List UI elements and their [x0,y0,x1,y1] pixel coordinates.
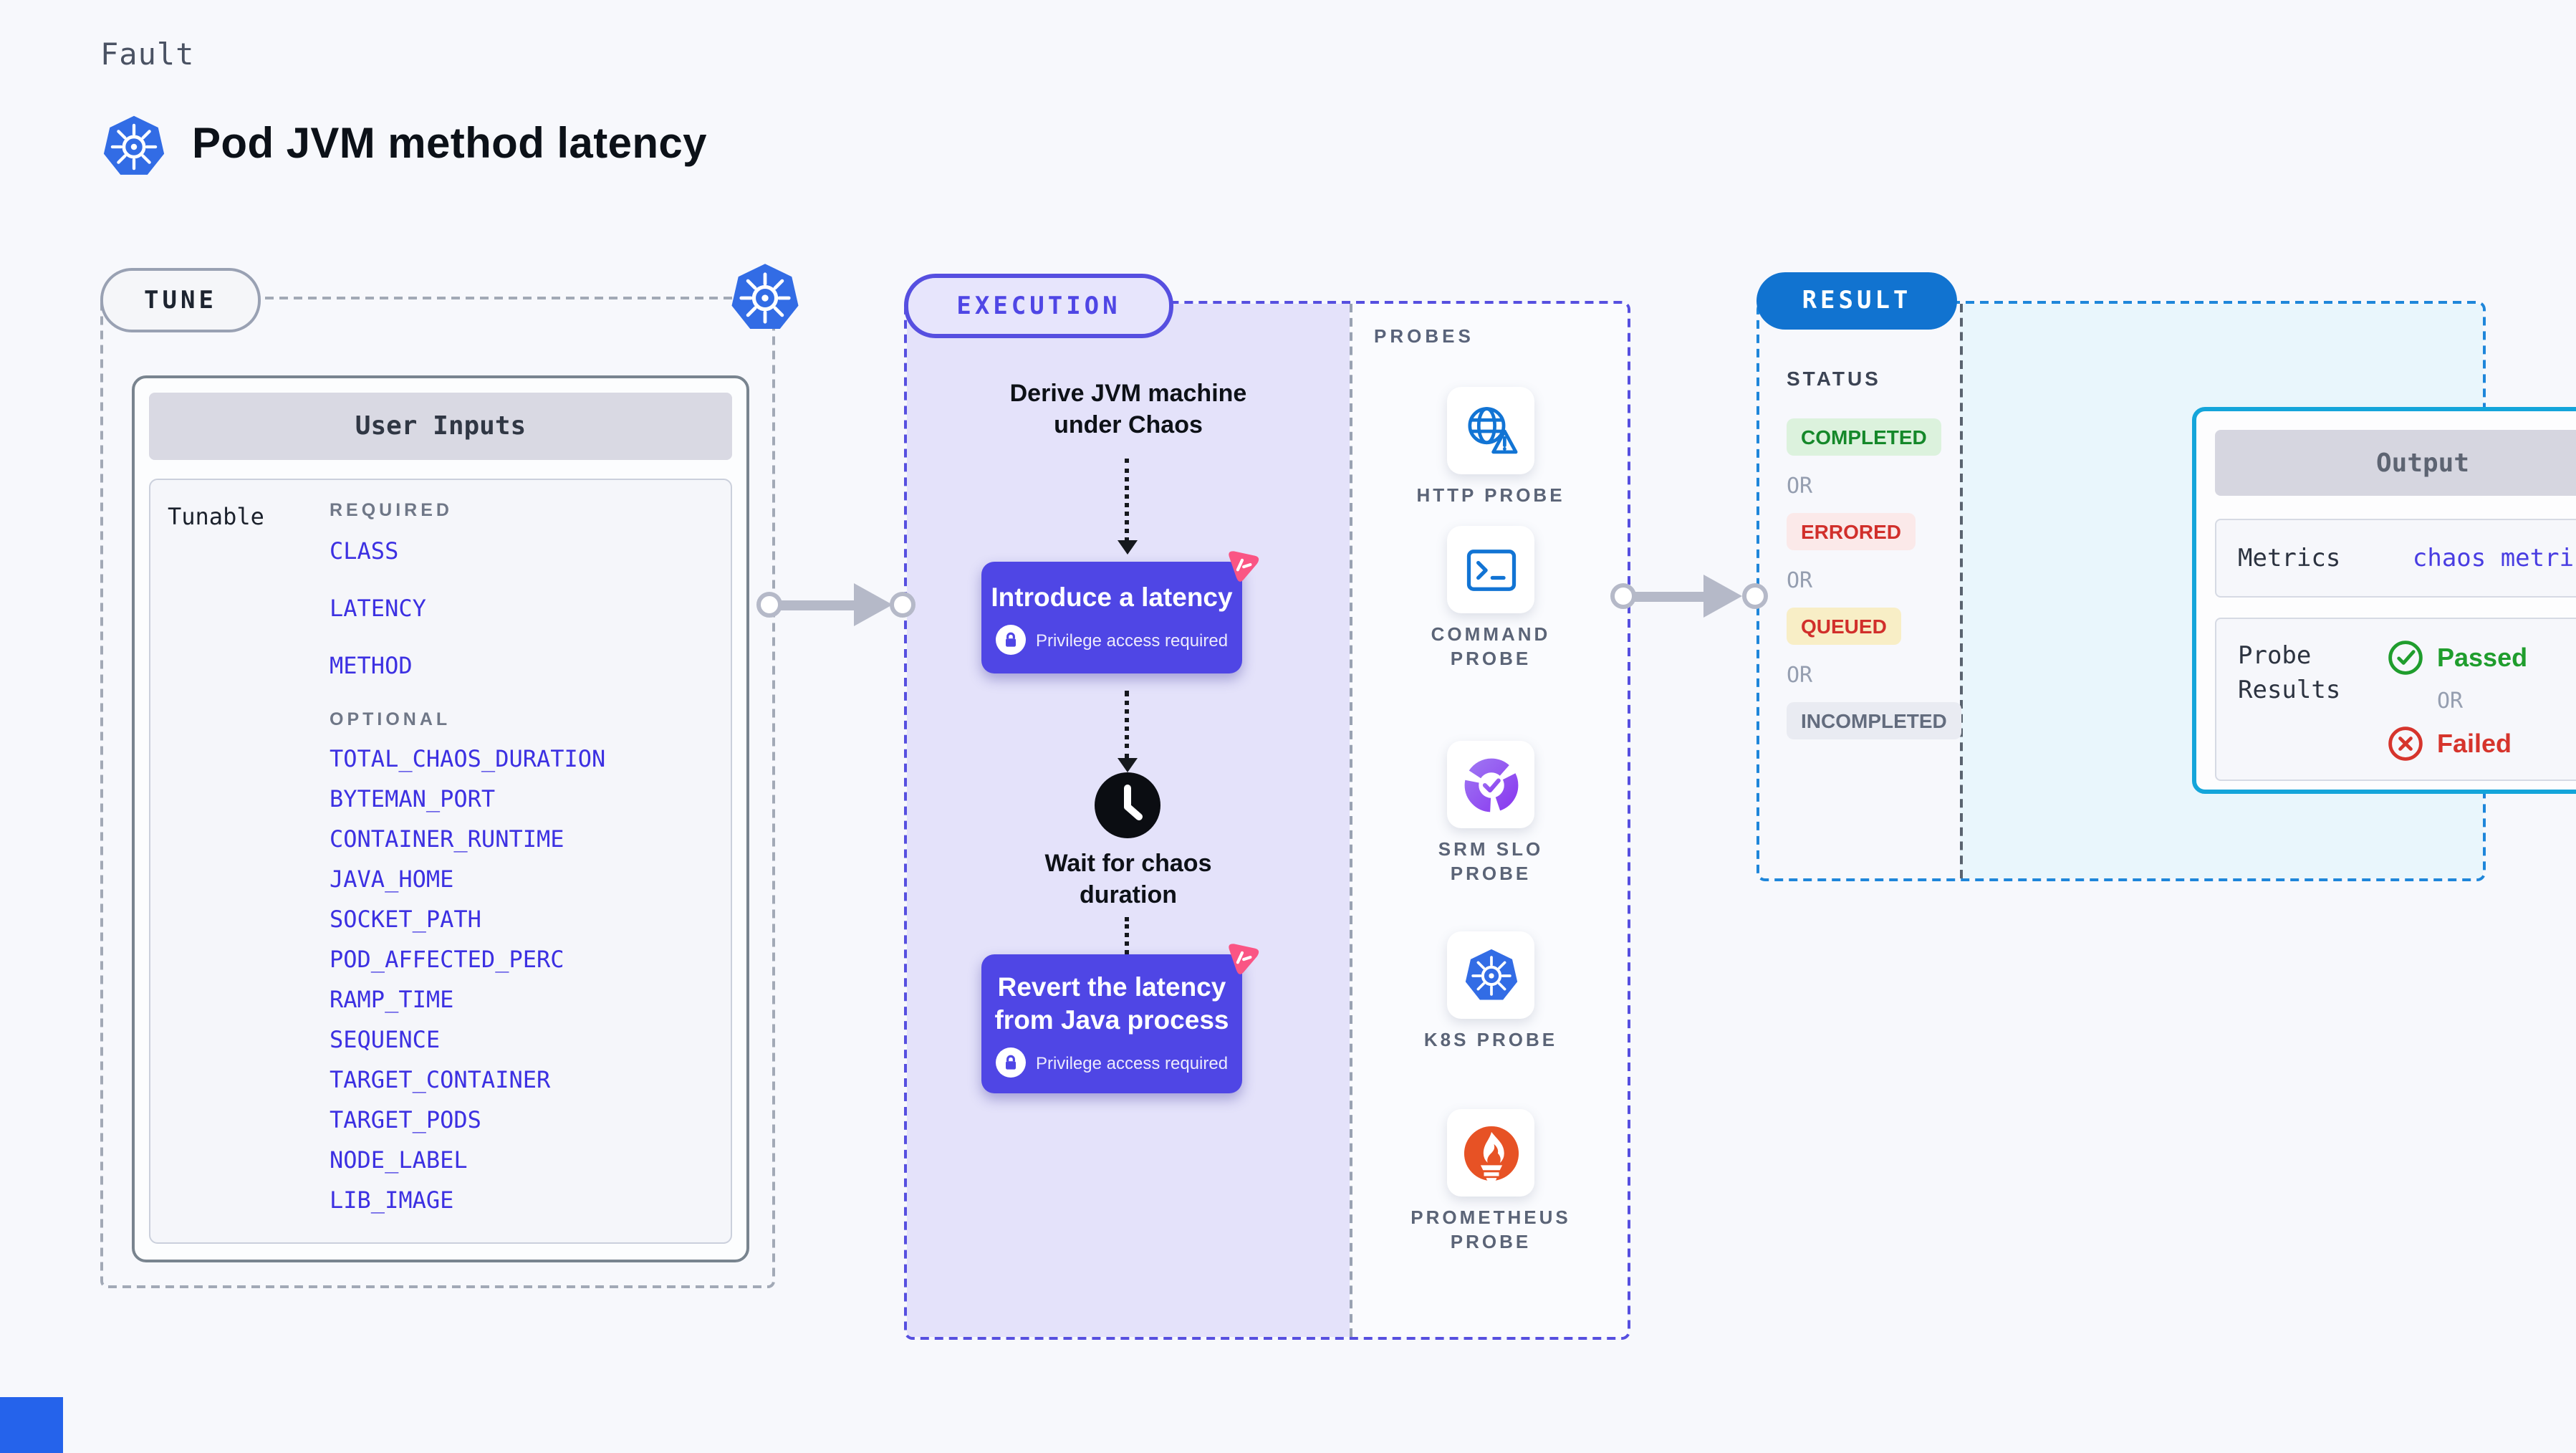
connector-start-dot [756,592,782,618]
revert-latency-step: Revert the latency from Java process Pri… [981,954,1242,1093]
param-sequence[interactable]: SEQUENCE [330,1026,441,1053]
probes-label: PROBES [1374,325,1474,347]
connector-line [1635,592,1706,602]
connector-start-dot [1610,583,1636,609]
execution-flow-area: Derive JVM machine under Chaos Introduce… [907,304,1350,1337]
param-target-pods[interactable]: TARGET_PODS [330,1106,481,1133]
execution-badge: EXECUTION [904,274,1173,338]
param-node-label[interactable]: NODE_LABEL [330,1146,468,1174]
param-byteman-port[interactable]: BYTEMAN_PORT [330,785,496,812]
param-latency[interactable]: LATENCY [330,595,426,622]
metrics-row: Metrics chaos metrics [2215,519,2576,598]
probes-panel: PROBES HTTP PROBE [1350,304,1628,1337]
param-class[interactable]: CLASS [330,537,399,565]
param-method[interactable]: METHOD [330,652,413,679]
flow-arrow-down-icon [1117,691,1137,772]
param-lib-image[interactable]: LIB_IMAGE [330,1186,454,1214]
clock-icon [1093,771,1162,840]
k8s-probe-card [1447,931,1534,1019]
status-badge-errored: ERRORED [1787,513,1916,550]
or-label: OR [1787,567,1813,593]
failed-x-icon [2387,725,2424,762]
parameters-column: REQUIRED CLASS LATENCY METHOD OPTIONAL T… [330,497,722,1227]
lock-icon [996,625,1026,655]
result-badge: RESULT [1756,272,1957,330]
output-panel: Output Metrics chaos metrics Probe Resul… [1960,304,2576,878]
passed-check-icon [2387,639,2424,676]
page-title: Pod JVM method latency [192,120,707,168]
probe-results-row: Probe Results Passed OR [2215,618,2576,781]
prometheus-probe-icon [1461,1123,1521,1183]
status-badge-queued: QUEUED [1787,608,1901,645]
kubernetes-icon [728,259,802,337]
user-inputs-card: User Inputs Tunable REQUIRED CLASS LATEN… [132,375,749,1262]
status-badge-incompleted: INCOMPLETED [1787,702,1961,739]
srm-slo-probe-card [1447,741,1534,828]
failed-label: Failed [2437,729,2512,757]
connector-end-dot [890,592,915,618]
or-label: OR [1787,662,1813,688]
connector-arrowhead-icon [1703,575,1742,618]
param-socket-path[interactable]: SOCKET_PATH [330,906,481,933]
required-label: REQUIRED [330,500,453,520]
status-badge-completed: COMPLETED [1787,418,1941,456]
param-pod-affected-perc[interactable]: POD_AFFECTED_PERC [330,946,564,973]
tune-group-box [100,297,775,1288]
kubernetes-logo-icon [100,112,168,182]
status-column: STATUS COMPLETED OR ERRORED OR QUEUED OR… [1759,304,1961,878]
execution-group-box: Derive JVM machine under Chaos Introduce… [904,301,1630,1340]
introduce-latency-step: Introduce a latency Privilege access req… [981,562,1242,673]
wait-step-text: Wait for chaos duration [1044,850,1212,908]
privilege-note: Privilege access required [1035,1052,1229,1073]
metrics-value[interactable]: chaos metrics [2412,544,2576,572]
probe-name: COMMAND PROBE [1431,623,1551,669]
optional-label: OPTIONAL [330,709,451,729]
result-group-box: Output Metrics chaos metrics Probe Resul… [1756,301,2576,881]
user-inputs-list: Tunable REQUIRED CLASS LATENCY METHOD OP… [149,479,732,1244]
param-java-home[interactable]: JAVA_HOME [330,865,454,893]
command-probe-icon [1461,540,1521,600]
status-label: STATUS [1787,367,1881,390]
connector-line [781,600,857,610]
or-label: OR [2437,688,2464,714]
flow-arrow-down-icon [1117,459,1137,555]
srm-slo-probe-icon [1461,754,1521,815]
chaos-pink-icon [1219,934,1264,979]
user-inputs-header: User Inputs [149,393,732,460]
connector-end-dot [1742,583,1768,609]
corner-decoration [0,1397,63,1453]
probe-name: HTTP PROBE [1416,484,1565,506]
http-probe-icon [1461,401,1521,461]
tune-badge: TUNE [100,268,261,332]
probe-name: PROMETHEUS PROBE [1410,1207,1571,1252]
output-card: Output Metrics chaos metrics Probe Resul… [2192,407,2576,794]
param-container-runtime[interactable]: CONTAINER_RUNTIME [330,825,564,853]
derive-step-text: Derive JVM machine under Chaos [1009,380,1247,438]
connector-arrowhead-icon [854,583,893,626]
tunable-label: Tunable [168,503,264,530]
probe-name: SRM SLO PROBE [1438,838,1544,884]
lock-icon [996,1047,1026,1078]
http-probe-card [1447,387,1534,474]
metrics-label: Metrics [2238,544,2341,572]
param-target-container[interactable]: TARGET_CONTAINER [330,1066,551,1093]
chaos-pink-icon [1219,542,1264,586]
privilege-note: Privilege access required [1035,630,1229,650]
passed-label: Passed [2437,643,2528,671]
or-label: OR [1787,473,1813,499]
param-total-chaos-duration[interactable]: TOTAL_CHAOS_DURATION [330,745,606,772]
param-ramp-time[interactable]: RAMP_TIME [330,986,454,1013]
probe-name: K8S PROBE [1423,1029,1558,1050]
prometheus-probe-card [1447,1109,1534,1197]
output-header: Output [2215,430,2576,496]
command-probe-card [1447,526,1534,613]
k8s-probe-icon [1461,945,1521,1005]
probe-results-label: Probe Results [2238,642,2341,705]
fault-eyebrow: Fault [100,37,195,72]
